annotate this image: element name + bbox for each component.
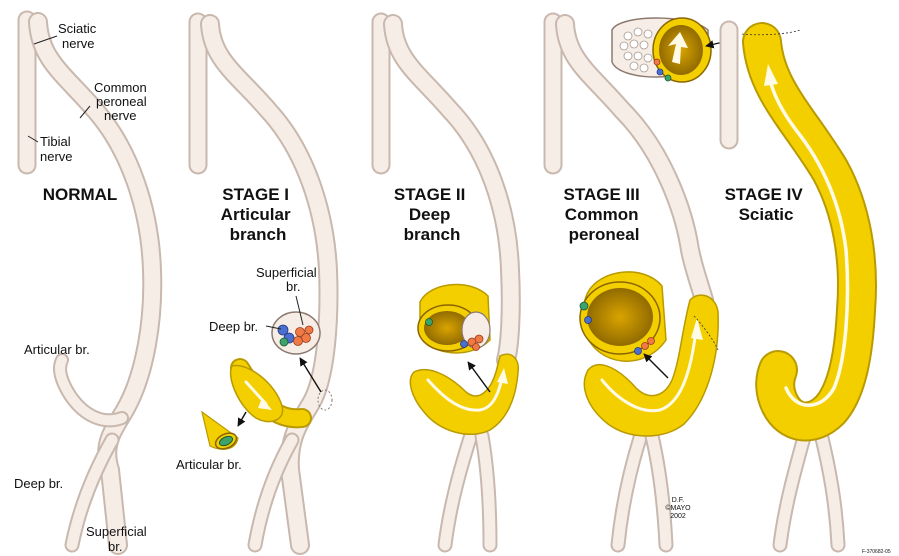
label-deep-branch-stage-1: Deep br.	[209, 319, 258, 334]
cyst-cross-section-stage-2	[418, 285, 490, 353]
label-articular-branch: Articular br.	[24, 342, 90, 357]
panel-stage-2: STAGE II Deep branch	[381, 22, 518, 545]
label-tibial-nerve: Tibial nerve	[40, 134, 74, 164]
stage-title-stage-1: STAGE I Articular branch	[221, 185, 296, 244]
stage-title-normal: NORMAL	[43, 185, 118, 204]
cyst-stage-2	[410, 354, 518, 434]
nerve-cross-section-stage-1	[272, 312, 320, 354]
sciatic-cross-section-stage-3	[612, 18, 711, 82]
label-deep-branch: Deep br.	[14, 476, 63, 491]
stage-title-stage-4: STAGE IV Sciatic	[725, 185, 808, 224]
stage-title-stage-3: STAGE III Common peroneal	[564, 185, 645, 244]
cyst-stage-1	[231, 366, 283, 422]
label-sciatic-nerve: Sciatic nerve	[58, 21, 100, 51]
articular-branch-cross-section	[202, 412, 239, 452]
stage-title-stage-2: STAGE II Deep branch	[394, 185, 470, 244]
nerve-stage-2	[381, 22, 511, 545]
label-superficial-branch: Superficial br.	[86, 524, 150, 554]
cyst-cross-section-stage-3	[580, 272, 666, 361]
panel-stage-3: STAGE III Common peroneal D.F. ©MAYO 200…	[553, 18, 732, 545]
figure-code: F-370682-05	[862, 549, 891, 555]
label-superficial-branch-stage-1: Superficial br.	[256, 265, 320, 294]
panel-stage-4: STAGE IV Sciatic	[725, 30, 857, 545]
panel-normal: Sciatic nerve Common peroneal nerve Tibi…	[14, 20, 152, 554]
label-articular-branch-stage-1: Articular br.	[176, 457, 242, 472]
svg-text:©MAYO: ©MAYO	[665, 504, 691, 512]
svg-text:2002: 2002	[670, 513, 686, 520]
svg-text:D.F.: D.F.	[672, 497, 685, 504]
panel-stage-1: STAGE I Articular branch Superficial br.…	[176, 22, 332, 545]
cyst-stage-4	[742, 30, 857, 421]
